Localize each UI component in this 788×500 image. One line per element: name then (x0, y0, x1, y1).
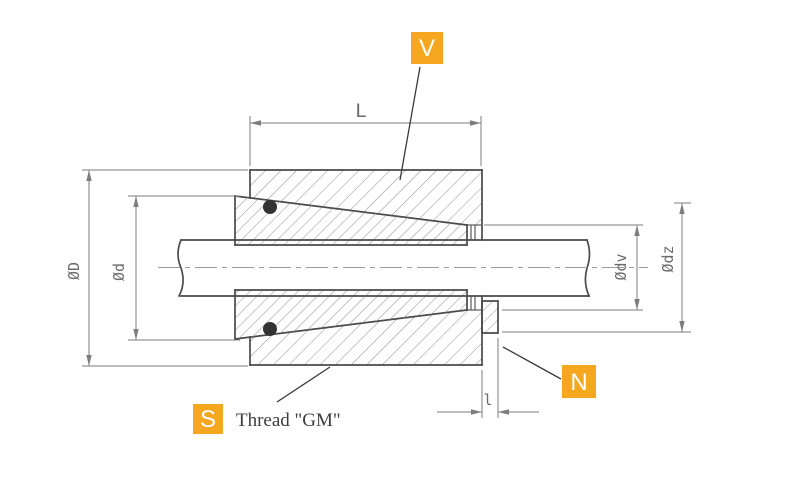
oring-ball-bottom (263, 322, 277, 336)
dim-label-length: L (355, 100, 366, 122)
collet-bottom-hatch (235, 290, 467, 339)
arrowhead-left (250, 120, 261, 126)
collet-section-top (234, 195, 468, 246)
dim-label-outer-diameter: ØD (65, 262, 83, 280)
dim-label-bore-diameter: Ød (110, 263, 128, 281)
sleeve-bottom-hatch (250, 310, 482, 365)
arrowhead-up (133, 196, 139, 207)
callout-v-leader (399, 66, 421, 181)
callout-s-letter: S (200, 406, 216, 433)
arrowhead-right (471, 409, 482, 415)
thread-note: Thread "GM" (236, 410, 341, 431)
sleeve-top-hatch (250, 170, 482, 225)
dim-bore-diameter: Ød (110, 195, 240, 341)
dim-length: L (249, 100, 482, 166)
arrowhead-down (86, 355, 92, 366)
dim-outer-diameter: ØD (65, 169, 248, 367)
arrowhead-down (133, 329, 139, 340)
callout-n-box (562, 365, 596, 398)
dim-label-small-end-diameter: Ødv (612, 253, 630, 280)
callout-s: S Thread "GM" (193, 366, 341, 434)
arrowhead-left (498, 409, 509, 415)
shaft-break-left (177, 238, 184, 298)
collet-top-hatch (235, 196, 467, 245)
dim-small-end-diameter: Ødv (484, 224, 643, 311)
arrowhead-up (634, 225, 640, 236)
dim-flange-width: l (437, 338, 539, 418)
callout-v: V (399, 32, 443, 181)
nut-flange-outline (481, 300, 499, 334)
arrowhead-up (86, 170, 92, 181)
arrowhead-down (634, 299, 640, 310)
arrowhead-right (470, 120, 481, 126)
nut-flange-hatch (482, 301, 498, 333)
callout-s-box (193, 404, 223, 434)
arrowhead-down (679, 321, 685, 332)
arrowhead-up (679, 203, 685, 214)
callout-n: N (502, 346, 596, 398)
dim-label-flange-diameter: Ødz (659, 245, 677, 272)
callout-s-leader (276, 366, 331, 403)
callout-v-letter: V (419, 35, 435, 62)
collet-section-bottom (234, 289, 468, 340)
dim-label-flange-width: l (483, 391, 492, 409)
shaft (177, 238, 591, 298)
callout-n-letter: N (570, 369, 587, 396)
dim-flange-diameter: Ødz (502, 202, 691, 333)
oring-ball-top (263, 200, 277, 214)
callout-v-box (411, 32, 443, 64)
callout-n-leader (502, 346, 562, 380)
nut-section-bottom (481, 300, 499, 334)
